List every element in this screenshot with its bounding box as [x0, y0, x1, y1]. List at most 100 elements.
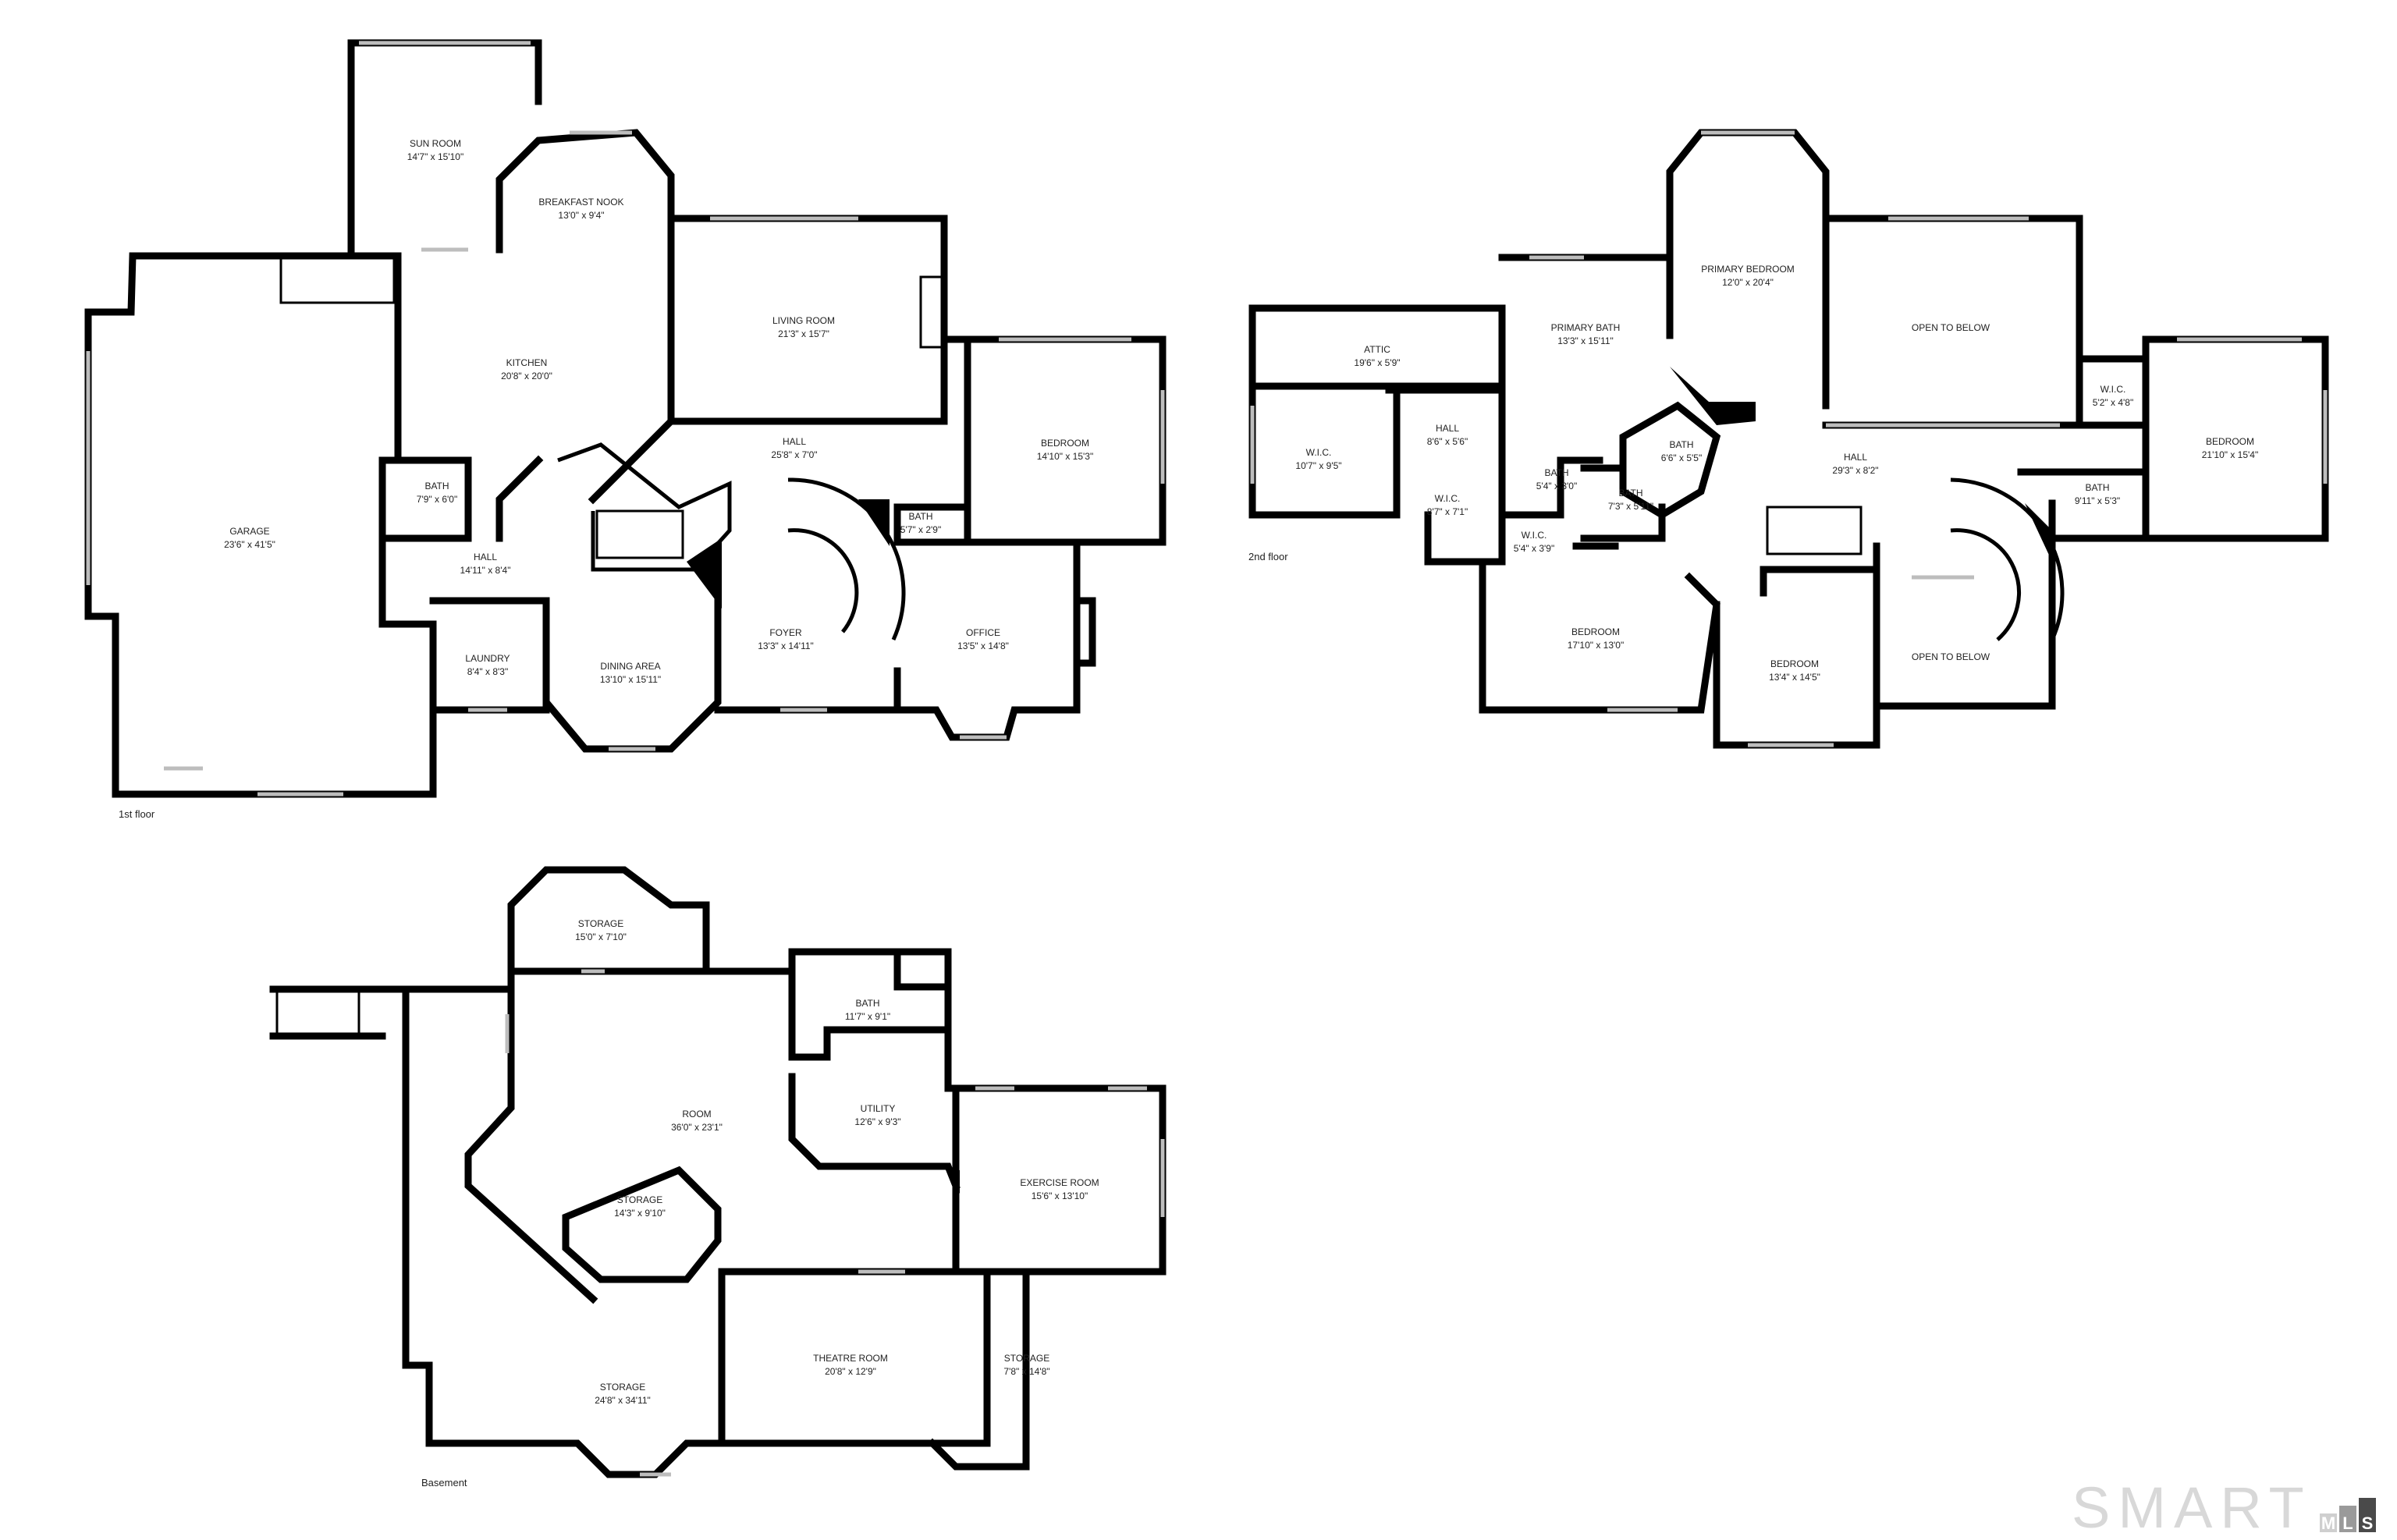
dining-walls — [542, 564, 722, 753]
room-dim: 7'3" x 5'11" — [1608, 501, 1653, 512]
basement-stairs — [275, 989, 360, 1036]
room-dim: 8'7" x 7'1" — [1427, 506, 1468, 517]
logo-sub-m: M — [2321, 1513, 2335, 1533]
room-dim: 19'6" x 5'9" — [1354, 357, 1400, 368]
room-dim: 7'8" x 14'8" — [1003, 1366, 1049, 1377]
basement-utility-walls — [788, 1073, 961, 1190]
windows-2f — [1250, 130, 2328, 747]
room-name: OPEN TO BELOW — [1912, 651, 1990, 662]
labels-basement: Basement STORAGE 15'0" x 7'10" BATH 11'7… — [421, 918, 1099, 1489]
room-dim: 21'3" x 15'7" — [778, 328, 829, 339]
smart-mls-logo: SMART M L S — [2072, 1475, 2376, 1537]
curved-stair-outer-2f — [1950, 477, 2065, 641]
room-name: BEDROOM — [1041, 438, 1089, 449]
room-name: BATH — [855, 998, 879, 1009]
room-dim: 23'6" x 41'5" — [224, 539, 275, 550]
room-dim: 12'0" x 20'4" — [1722, 277, 1774, 288]
room-dim: 25'8" x 7'0" — [771, 449, 817, 460]
room-name: PRIMARY BATH — [1551, 322, 1621, 333]
windows-basement — [505, 969, 1165, 1477]
room-name: DINING AREA — [600, 661, 660, 672]
nook-walls — [495, 129, 675, 254]
chimney-block-1f — [687, 538, 722, 609]
room-name: BATH — [2085, 482, 2109, 493]
room-name: STORAGE — [600, 1382, 645, 1393]
basement-stair-walls — [269, 985, 410, 1040]
stairs-1f-a — [279, 256, 396, 304]
room-name: STORAGE — [578, 918, 623, 929]
room-name: W.I.C. — [2100, 384, 2126, 395]
room-dim: 5'4" x 3'9" — [1514, 543, 1554, 554]
room-dim: 13'4" x 14'5" — [1769, 672, 1820, 683]
room-name: ROOM — [682, 1109, 711, 1120]
room-dim: 29'3" x 8'2" — [1832, 465, 1878, 476]
bath-2f-center-walls — [1619, 401, 1721, 520]
room-dim: 17'10" x 13'0" — [1568, 640, 1625, 651]
stairs-2f — [1766, 506, 1863, 555]
room-dim: 36'0" x 23'1" — [671, 1122, 723, 1133]
room-dim: 15'0" x 7'10" — [575, 931, 627, 942]
stair-landing-1f — [557, 442, 732, 572]
room-dim: 5'4" x 3'0" — [1536, 481, 1577, 491]
bedroom-2f-sw-walls — [1479, 542, 1721, 714]
room-name: BATH — [1669, 439, 1693, 450]
room-name: STORAGE — [617, 1194, 662, 1205]
room-name: LAUNDRY — [465, 653, 510, 664]
storage-inner-walls — [562, 1166, 722, 1283]
room-name: FOYER — [769, 627, 802, 638]
room-name: LIVING ROOM — [772, 315, 835, 326]
second-floor-plan — [1248, 129, 2329, 749]
room-name: BEDROOM — [1571, 626, 1620, 637]
room-name: W.I.C. — [1435, 493, 1461, 504]
room-dim: 14'11" x 8'4" — [460, 565, 511, 576]
room-dim: 13'0" x 9'4" — [558, 210, 604, 221]
foyer-walls — [714, 503, 971, 714]
garage-walls — [84, 252, 437, 798]
room-dim: 12'6" x 9'3" — [854, 1116, 900, 1127]
room-name: W.I.C. — [1522, 530, 1547, 541]
open-below-south-walls — [1873, 499, 2056, 710]
room-name: BATH — [424, 481, 449, 491]
room-name: BATH — [1618, 488, 1642, 499]
room-dim: 11'7" x 9'1" — [845, 1011, 890, 1022]
basement-storage-top-walls — [507, 866, 710, 975]
room-dim: 20'8" x 12'9" — [825, 1366, 876, 1377]
logo-text: SMART — [2072, 1475, 2312, 1537]
theatre-room-walls — [718, 1268, 991, 1447]
curved-stair-inner-2f — [1950, 528, 2021, 641]
bedroom-2f-s-walls — [1713, 566, 1880, 749]
center-partitions — [495, 211, 948, 542]
fireplace-1f — [919, 275, 946, 349]
curved-stair-outer-1f — [787, 477, 906, 641]
basement-west-walls — [402, 985, 726, 1478]
room-name: ATTIC — [1364, 344, 1390, 355]
stair-block-basement — [948, 1166, 960, 1194]
room-name: BATH — [908, 511, 932, 522]
labels-1f: 1st floor SUN ROOM 14'7" x 15'10" BREAKF… — [119, 138, 1093, 820]
bath-1f-walls — [378, 456, 472, 542]
room-name: BATH — [1544, 467, 1568, 478]
basement-bath-walls — [788, 948, 952, 1061]
storage-east-walls — [927, 1268, 1030, 1471]
room-name: EXERCISE ROOM — [1020, 1177, 1099, 1188]
room-name: OFFICE — [966, 627, 1000, 638]
room-dim: 6'6" x 5'5" — [1661, 452, 1702, 463]
hall-2f-walls — [1385, 304, 1603, 566]
wic-east-walls — [2076, 355, 2150, 429]
room-name: W.I.C. — [1306, 447, 1332, 458]
room-dim: 13'10" x 15'11" — [600, 674, 661, 685]
first-floor-plan — [84, 39, 1167, 798]
bedroom-2f-east-walls — [2076, 335, 2329, 542]
room-dim: 20'8" x 20'0" — [501, 371, 552, 381]
room-name: STORAGE — [1004, 1353, 1049, 1364]
room-dim: 13'3" x 14'11" — [758, 640, 814, 651]
room-dim: 8'4" x 8'3" — [467, 666, 508, 677]
room-name: HALL — [1844, 452, 1867, 463]
room-name: BREAKFAST NOOK — [538, 197, 623, 208]
room-dim: 14'3" x 9'10" — [614, 1208, 666, 1219]
room-dim: 21'10" x 15'4" — [2202, 449, 2259, 460]
floor-label-2f: 2nd floor — [1248, 551, 1288, 562]
room-dim: 8'6" x 5'6" — [1427, 436, 1468, 447]
room-dim: 10'7" x 9'5" — [1295, 460, 1341, 471]
room-dim: 5'2" x 4'8" — [2093, 397, 2133, 408]
